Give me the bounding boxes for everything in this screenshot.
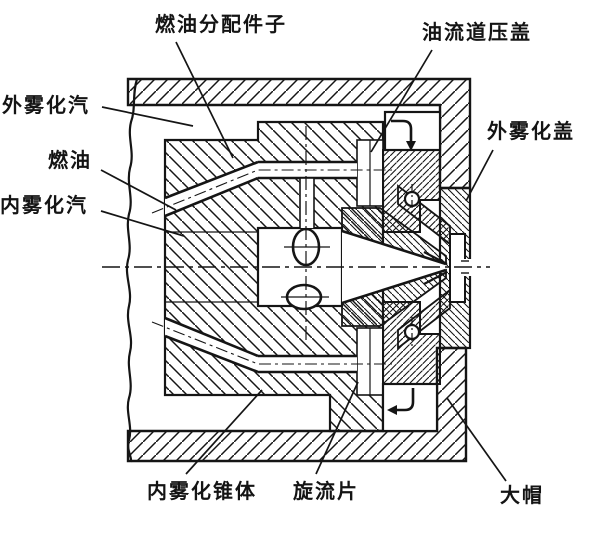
label-fuel: 燃油	[48, 150, 92, 172]
spray-cone-wall	[341, 268, 447, 305]
steam-flow-arrowhead-top	[406, 141, 416, 151]
label-outer-cover: 外雾化盖	[487, 121, 575, 143]
leader-swirl-vane	[315, 381, 359, 475]
leader-inner-steam	[100, 210, 185, 237]
nozzle-exit-slot	[449, 233, 466, 303]
steam-flow-arrow-top	[391, 119, 413, 142]
label-big-cap: 大帽	[500, 485, 544, 507]
fuel-feed-hole	[300, 178, 314, 228]
leader-oil-channel-cover	[370, 49, 433, 153]
label-inner-cone: 内雾化锥体	[147, 481, 257, 503]
leader-fuel-distributor	[175, 41, 234, 159]
label-fuel-distributor: 燃油分配件子	[155, 14, 287, 36]
fuel-channel-upper-wall	[164, 176, 259, 218]
leader-lines	[100, 41, 507, 482]
inner-cone-wall-top	[341, 207, 447, 266]
inner-cone-wall-bottom	[341, 268, 447, 327]
steam-flow-arrowhead-bottom	[387, 405, 397, 415]
leader-outer-steam	[101, 106, 194, 127]
label-oil-channel-cover: 油流道压盖	[422, 22, 532, 44]
leader-inner-cone	[185, 389, 263, 475]
leader-big-cap	[446, 397, 507, 482]
leader-outer-cover	[465, 149, 494, 202]
label-swirl-vane: 旋流片	[293, 481, 359, 503]
label-inner-steam: 内雾化汽	[0, 195, 88, 217]
fuel-channel-lower-wall	[164, 334, 259, 374]
label-outer-steam: 外雾化汽	[2, 95, 90, 117]
spray-cone-wall	[341, 229, 447, 266]
leader-fuel	[100, 169, 177, 211]
steam-flow-arrow-bottom	[396, 388, 415, 412]
orifice-lip-top	[423, 251, 448, 265]
fuel-channel-upper-wall	[164, 160, 259, 200]
fuel-channel-lower-wall	[164, 316, 259, 358]
orifice-lip-bottom	[423, 271, 448, 285]
break-line	[125, 78, 139, 463]
